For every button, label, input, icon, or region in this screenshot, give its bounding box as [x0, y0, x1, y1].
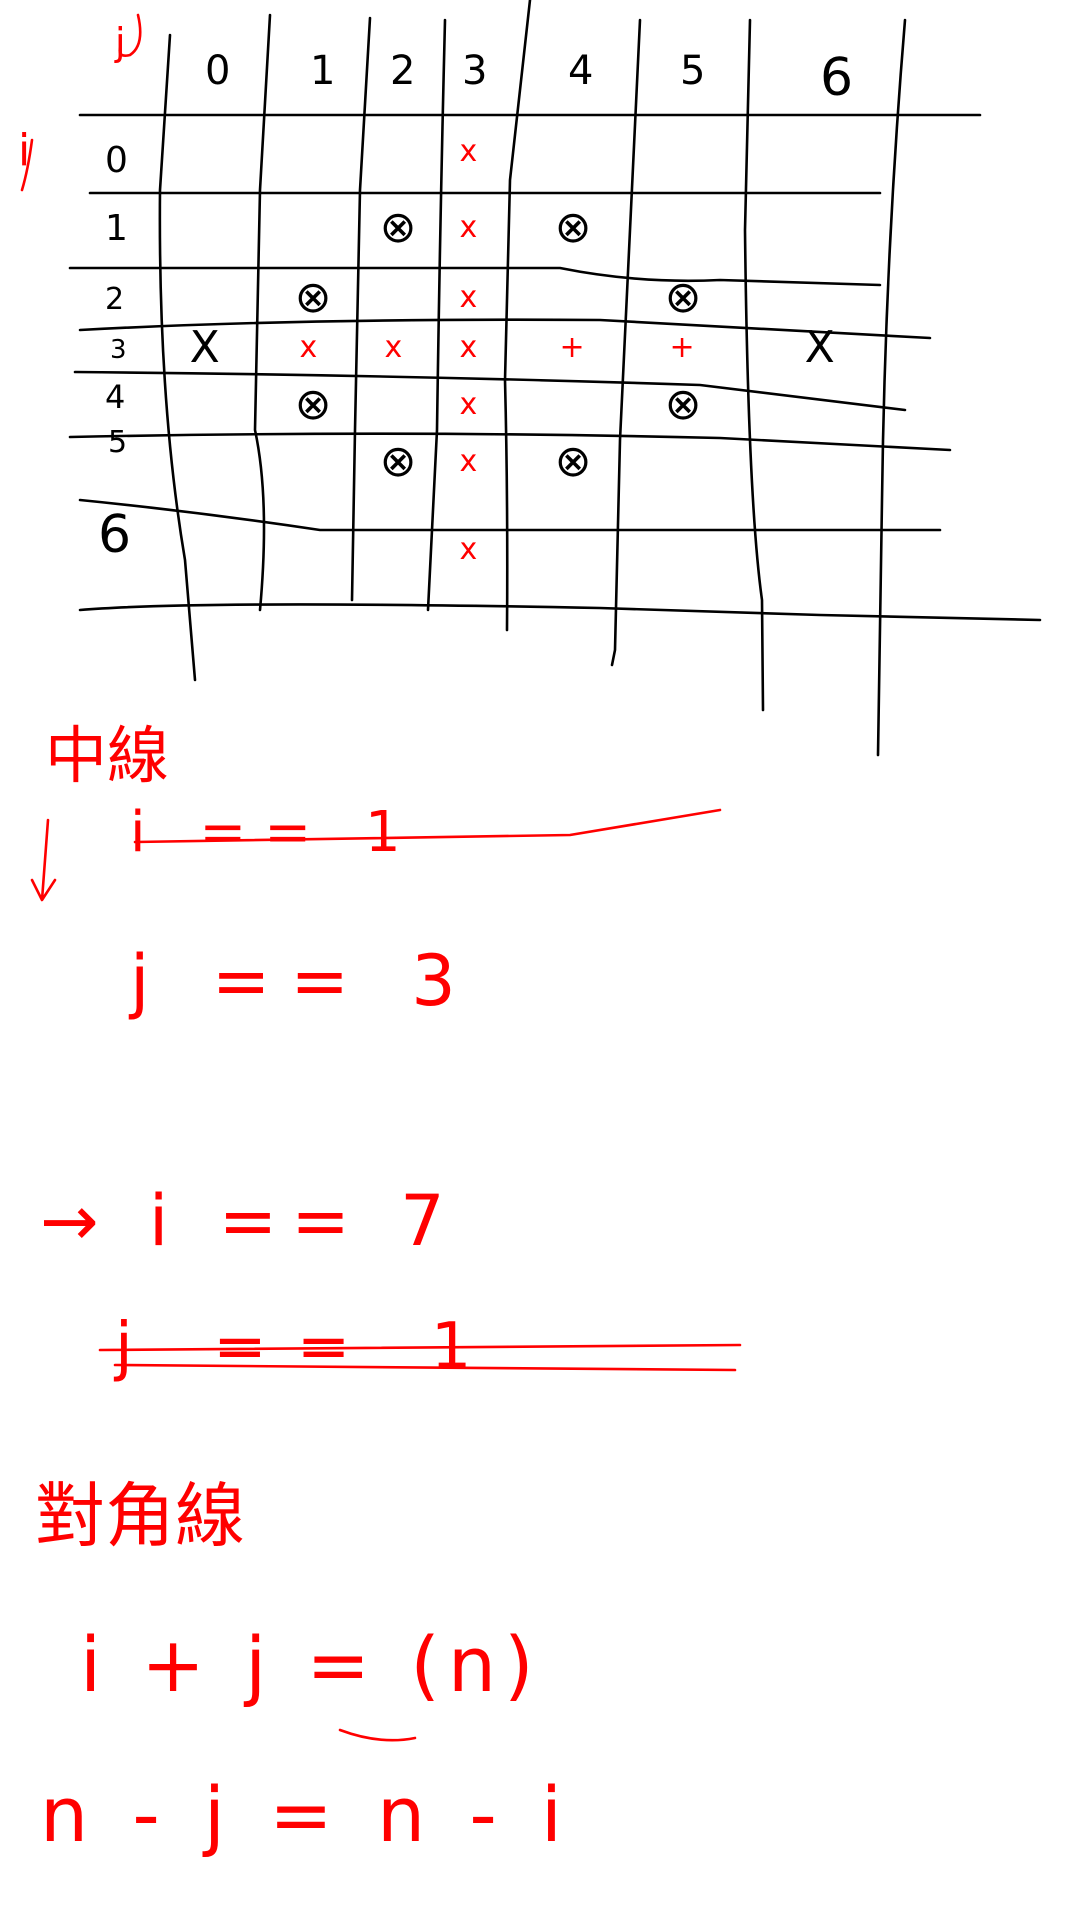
- red-mark: x: [459, 330, 478, 365]
- grid-vline: [610, 18, 642, 667]
- col-header: 6: [820, 48, 854, 108]
- equation-1: i + j = (n): [80, 1620, 542, 1709]
- grid-vline: [743, 18, 765, 712]
- black-mark: X: [804, 321, 835, 373]
- black-mark: ⊗: [664, 271, 702, 323]
- corner-i-stroke: [20, 138, 34, 192]
- red-mark: x: [459, 134, 478, 169]
- corner-label-i: i: [18, 125, 31, 176]
- grid-hline: [78, 603, 1042, 622]
- note-line-4: j == 1: [115, 1310, 502, 1384]
- red-mark: x: [459, 532, 478, 567]
- strike-line: [98, 1343, 742, 1352]
- row-header: 6: [98, 505, 132, 565]
- col-header: 0: [205, 48, 231, 94]
- diagonal-heading: 對角線: [35, 1475, 245, 1557]
- note-line-1: i == 1: [130, 800, 419, 865]
- row-header: 1: [105, 208, 128, 249]
- grid-vline: [426, 18, 447, 612]
- row-header-col: 0 1 2 3 4 5 6: [0, 0, 140, 640]
- corner-label-j: j: [115, 20, 126, 64]
- row-header: 2: [105, 282, 125, 317]
- black-mark: ⊗: [294, 271, 332, 323]
- red-mark: x: [459, 387, 478, 422]
- col-header: 1: [310, 48, 336, 94]
- grid-lines: [68, 0, 1042, 757]
- grid-hline: [68, 266, 882, 287]
- col-header: 2: [390, 48, 416, 94]
- black-mark: ⊗: [554, 201, 592, 253]
- row-header: 3: [110, 335, 127, 365]
- black-mark: X: [189, 321, 220, 373]
- grid-vline: [350, 16, 372, 602]
- red-mark: x: [384, 330, 403, 365]
- red-mark: x: [299, 330, 318, 365]
- grid-vline: [253, 13, 272, 612]
- strike-line: [113, 1363, 737, 1372]
- grid-hline: [73, 370, 907, 412]
- black-mark: ⊗: [554, 435, 592, 487]
- underline-mark: [338, 1728, 417, 1742]
- col-header: 5: [680, 48, 706, 94]
- down-arrow-icon: [30, 818, 57, 902]
- black-mark: ⊗: [379, 201, 417, 253]
- red-mark: x: [459, 444, 478, 479]
- note-line-2: j == 3: [130, 940, 476, 1022]
- row-header: 4: [105, 378, 126, 416]
- note-line-3: → i == 7: [40, 1180, 459, 1262]
- row-header: 0: [105, 140, 128, 181]
- grid-hline: [68, 432, 952, 452]
- red-mark: +: [669, 330, 695, 365]
- grid-vline: [503, 0, 532, 632]
- grid-vline: [876, 18, 907, 757]
- red-mark: x: [459, 280, 478, 315]
- grid-vline: [158, 33, 197, 682]
- row-header: 5: [108, 425, 128, 460]
- black-mark: ⊗: [294, 378, 332, 430]
- col-header-row: 0 1 2 3 4 5 6: [0, 48, 1080, 108]
- col-header: 4: [568, 48, 594, 94]
- equation-2: n - j = n - i: [40, 1770, 573, 1859]
- red-mark: +: [559, 330, 585, 365]
- black-mark: ⊗: [664, 378, 702, 430]
- red-mark: x: [459, 210, 478, 245]
- strike-line: [133, 808, 722, 844]
- grid-hline: [78, 498, 942, 532]
- middle-line-heading: 中線: [45, 719, 170, 792]
- corner-j-stroke: [118, 13, 142, 57]
- grid-hline: [78, 318, 932, 340]
- col-header: 3: [462, 48, 488, 94]
- black-mark: ⊗: [379, 435, 417, 487]
